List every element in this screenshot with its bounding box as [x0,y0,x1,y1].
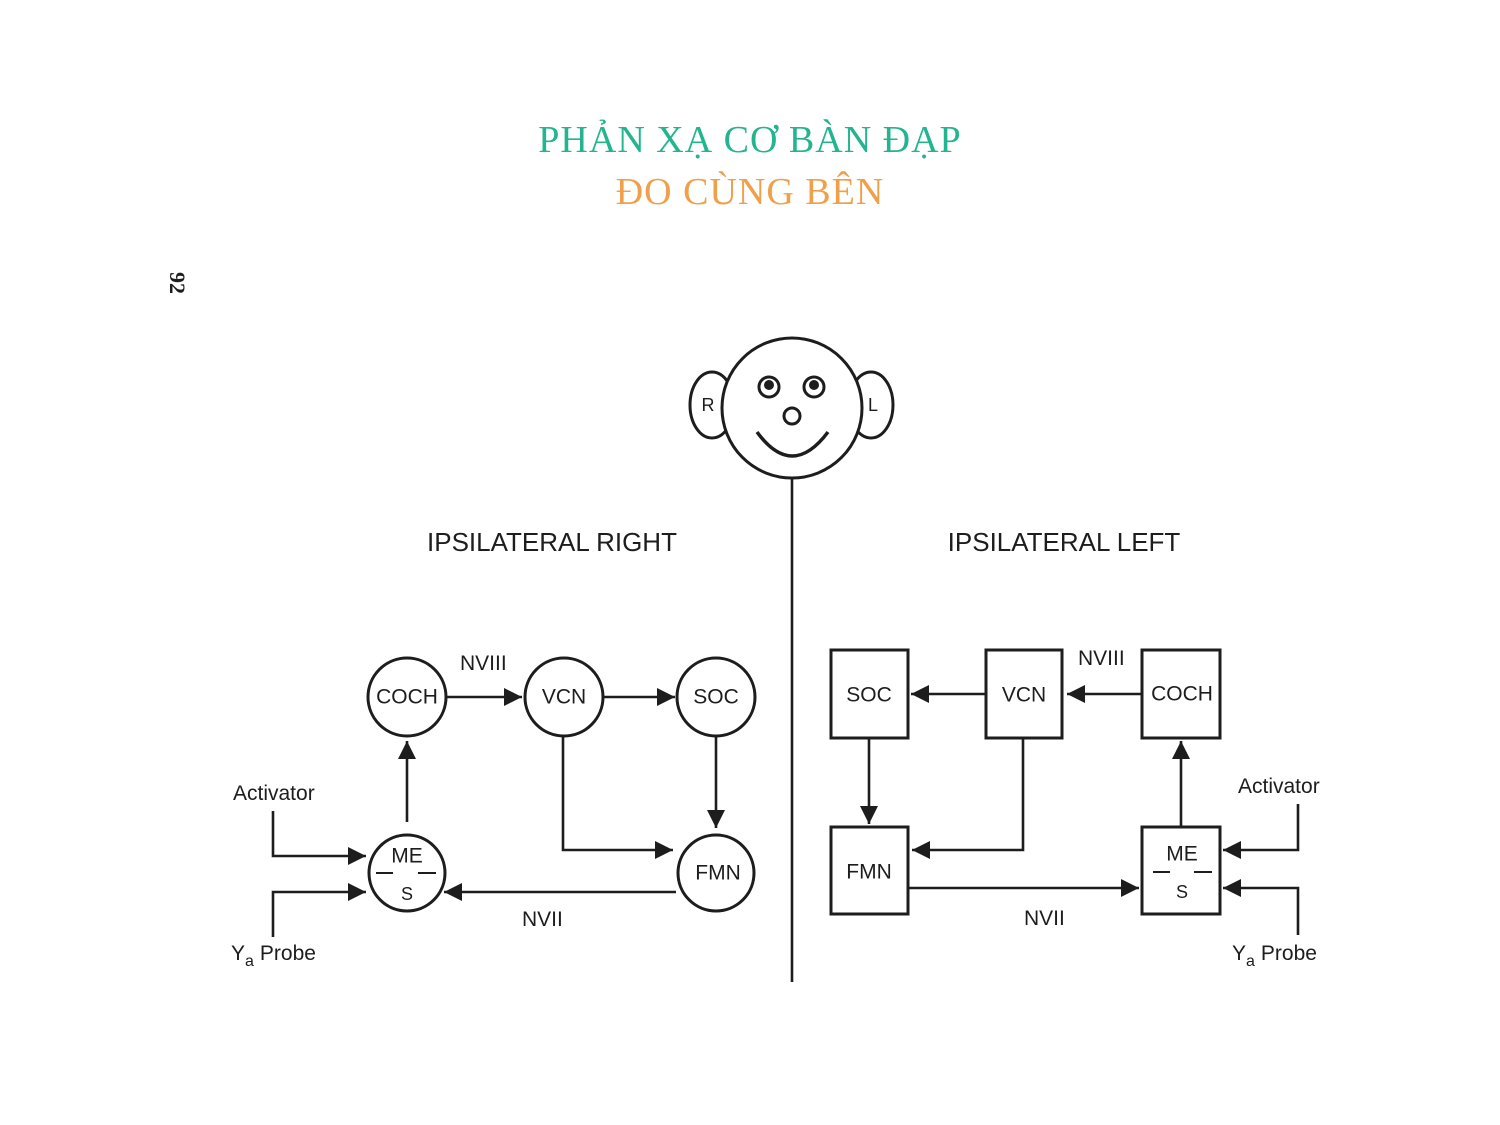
face-illustration: R L [688,336,895,480]
heading-ipsilateral-right: IPSILATERAL RIGHT [427,527,677,557]
ipsilateral-left-pathway: SOC VCN COCH FMN ME S NVIII NVII Activat… [829,647,1320,970]
node-coch-left [1140,648,1222,740]
title-line-2: ĐO CÙNG BÊN [615,171,885,213]
node-vcn-left-label: VCN [1002,684,1046,707]
node-me-right-label: ME [391,845,423,868]
mouth [755,430,830,458]
node-coch-right [366,656,448,738]
label-nvii-left: NVII [1024,907,1065,930]
ear-left-label: L [868,395,878,415]
ipsilateral-right-pathway: COCH VCN SOC FMN ME S NVIII NVII Activat… [231,652,757,970]
node-vcn-right-label: VCN [542,686,586,709]
label-activator-left: Activator [1238,775,1320,798]
nose [782,406,802,426]
node-me-left-label: ME [1166,843,1198,866]
label-nviii-left: NVIII [1078,647,1125,670]
node-s-left-label: S [1176,882,1188,902]
node-soc-right [675,656,757,738]
node-vcn-right [523,656,605,738]
node-fmn-right-label: FMN [695,862,741,885]
node-soc-left-label: SOC [846,684,892,707]
label-nviii-right: NVIII [460,652,507,675]
node-coch-right-label: COCH [376,686,438,709]
label-nvii-right: NVII [522,908,563,931]
title-line-1: PHẢN XẠ CƠ BÀN ĐẠP [538,119,962,161]
node-me-left [1140,825,1222,916]
node-soc-right-label: SOC [693,686,739,709]
node-me-right [367,833,447,913]
node-s-right-label: S [401,884,413,904]
node-fmn-right [676,833,756,913]
node-fmn-left [829,825,910,916]
node-coch-left-label: COCH [1151,683,1213,706]
ear-right-label: R [702,395,715,415]
label-activator-right: Activator [233,782,315,805]
page-number: 92 [165,272,190,294]
node-fmn-left-label: FMN [846,861,892,884]
node-soc-left [829,648,910,740]
node-vcn-left [984,648,1064,740]
heading-ipsilateral-left: IPSILATERAL LEFT [948,527,1181,557]
